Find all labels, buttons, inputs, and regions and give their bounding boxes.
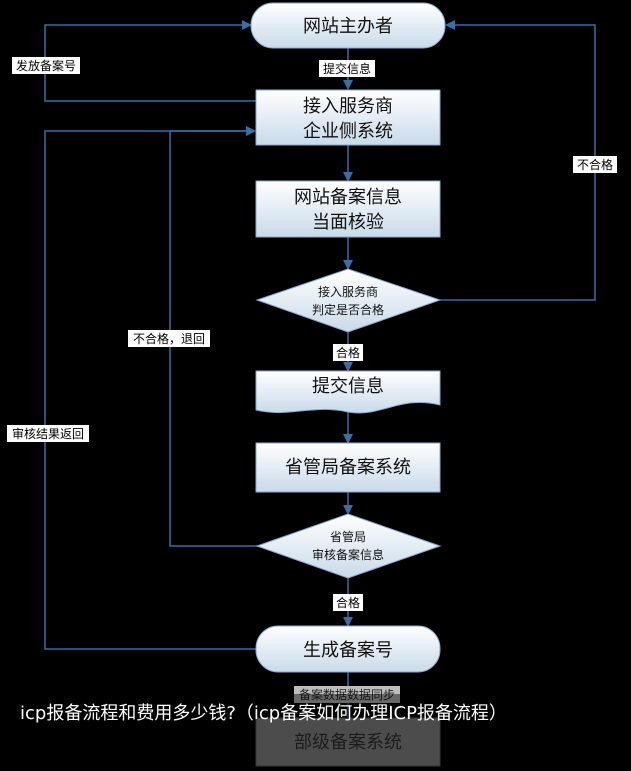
node-access-provider-line2: 企业侧系统 — [303, 121, 393, 142]
node-ministry-system — [255, 717, 441, 767]
node-verify-line2: 当面核验 — [312, 212, 384, 233]
label-submit-info: 提交信息 — [323, 61, 371, 76]
node-decision1-line1: 接入服务商 — [318, 284, 378, 299]
label-pass1: 合格 — [336, 345, 360, 360]
node-ministry-system-label: 部级备案系统 — [294, 732, 402, 753]
node-sponsor — [250, 2, 446, 49]
caption-overlay — [0, 694, 631, 771]
edge-review-return — [44, 126, 258, 650]
node-provincial-system — [255, 442, 441, 493]
label-fail-return: 不合格，退回 — [133, 331, 205, 346]
label-review-return: 审核结果返回 — [12, 426, 84, 441]
article-caption: icp报备流程和费用多少钱?（icp备案如何办理ICP报备流程） — [20, 703, 507, 724]
node-submit — [255, 370, 441, 414]
node-decision2 — [255, 513, 442, 579]
node-decision2-line1: 省管局 — [330, 529, 366, 544]
node-decision1-line2: 判定是否合格 — [312, 302, 384, 317]
node-generate-number-label: 生成备案号 — [303, 640, 393, 661]
node-provincial-system-label: 省管局备案系统 — [285, 457, 411, 478]
label-pass2: 合格 — [336, 595, 360, 610]
node-verify — [255, 180, 441, 238]
node-verify-line1: 网站备案信息 — [294, 187, 402, 208]
node-decision1 — [255, 268, 442, 333]
node-access-provider-line1: 接入服务商 — [303, 96, 393, 117]
node-submit-label: 提交信息 — [312, 376, 384, 397]
node-decision2-line2: 审核备案信息 — [312, 547, 384, 562]
node-generate-number — [255, 625, 441, 673]
label-fail-right: 不合格 — [577, 157, 613, 172]
label-sync: 备案数据数据同步 — [299, 687, 395, 702]
node-access-provider — [255, 89, 441, 146]
label-issue-number: 发放备案号 — [16, 58, 76, 73]
node-sponsor-label: 网站主办者 — [303, 16, 393, 37]
edge-fail-right — [440, 20, 596, 301]
